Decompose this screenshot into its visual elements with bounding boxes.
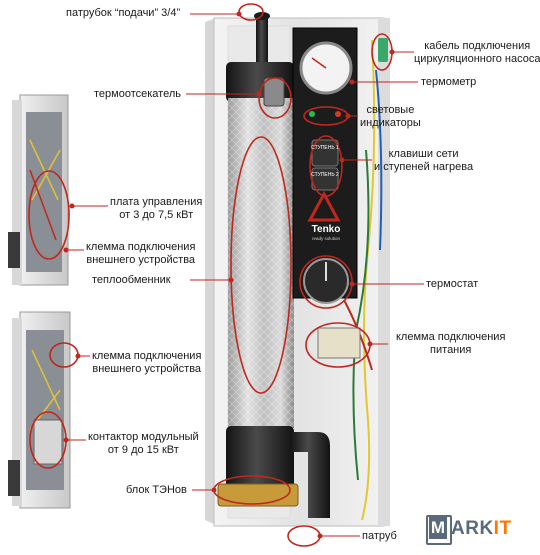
- label-contactor-line1: контактор модульный: [88, 431, 199, 443]
- markit-watermark-logo: M ARKIT: [424, 512, 540, 550]
- label-switches-line1: клавиши сети: [388, 148, 459, 160]
- label-contactor: контактор модульный от 9 до 15 кВт: [88, 431, 199, 457]
- label-pump-cable-line1: кабель подключения: [424, 40, 531, 52]
- label-control-board-line1: плата управления: [110, 196, 203, 208]
- brand-triangle: [307, 190, 341, 222]
- label-pump-cable: кабель подключения циркуляционного насос…: [414, 40, 540, 66]
- label-heat-exchanger: теплообменник: [92, 274, 171, 286]
- label-indicators: световые индикаторы: [360, 104, 421, 130]
- label-external-terminal-1-line1: клемма подключения: [86, 241, 196, 253]
- label-contactor-line2: от 9 до 15 кВт: [107, 444, 179, 456]
- logo-frame: [426, 515, 452, 545]
- label-switches-line2: и ступеней нагрева: [374, 161, 474, 173]
- label-power-terminal-line1: клемма подключения: [396, 331, 506, 343]
- label-indicators-line2: индикаторы: [360, 117, 421, 129]
- wires: [343, 39, 383, 521]
- label-indicators-line1: световые: [366, 104, 415, 116]
- thermal-cutoff-part: [263, 77, 285, 107]
- brand-tagline: ready solution: [312, 236, 341, 241]
- label-heater-block: блок ТЭНов: [126, 484, 187, 496]
- label-power-terminal: клемма подключения питания: [396, 331, 505, 357]
- green-indicator: [309, 111, 315, 117]
- label-thermometer: термометр: [421, 76, 477, 88]
- switch-2-text: СТУПЕНЬ 2: [311, 172, 339, 178]
- label-thermal-cutoff: термоотсекатель: [94, 88, 181, 100]
- switch-1-text: СТУПЕНЬ 1: [311, 145, 339, 151]
- control-panel: [292, 27, 358, 304]
- heat-exchanger: [217, 12, 330, 518]
- label-external-terminal-1: клемма подключения внешнего устройства: [86, 241, 195, 267]
- logo-mark: M: [429, 517, 447, 539]
- brand-name: Tenko: [312, 224, 341, 235]
- label-pump-cable-line2: циркуляционного насоса: [414, 53, 540, 65]
- label-external-terminal-2-line2: внешнего устройства: [92, 363, 202, 375]
- label-switches: клавиши сети и ступеней нагрева: [374, 148, 473, 174]
- leader-lines: [63, 11, 424, 539]
- red-indicator: [335, 111, 341, 117]
- label-control-board-line2: от 3 до 7,5 кВт: [119, 209, 194, 221]
- label-power-terminal-line2: питания: [430, 344, 472, 356]
- inset-board-unit: [8, 94, 69, 286]
- logo-text: ARKIT: [451, 518, 512, 540]
- label-external-terminal-2: клемма подключения внешнего устройства: [92, 350, 201, 376]
- label-thermostat: термостат: [426, 278, 479, 290]
- inset-contactor-unit: [8, 311, 71, 509]
- logo-text-part1: ARK: [451, 518, 494, 539]
- label-supply-pipe: патрубок “подачи” 3/4”: [66, 7, 181, 19]
- label-control-board: плата управления от 3 до 7,5 кВт: [110, 196, 202, 222]
- logo-text-part2: IT: [493, 518, 512, 539]
- label-return-pipe: патруб: [362, 530, 397, 542]
- pump-cable-connector: [378, 38, 388, 62]
- label-external-terminal-1-line2: внешнего устройства: [86, 254, 196, 266]
- label-external-terminal-2-line1: клемма подключения: [92, 350, 202, 362]
- power-terminal-block: [317, 327, 361, 359]
